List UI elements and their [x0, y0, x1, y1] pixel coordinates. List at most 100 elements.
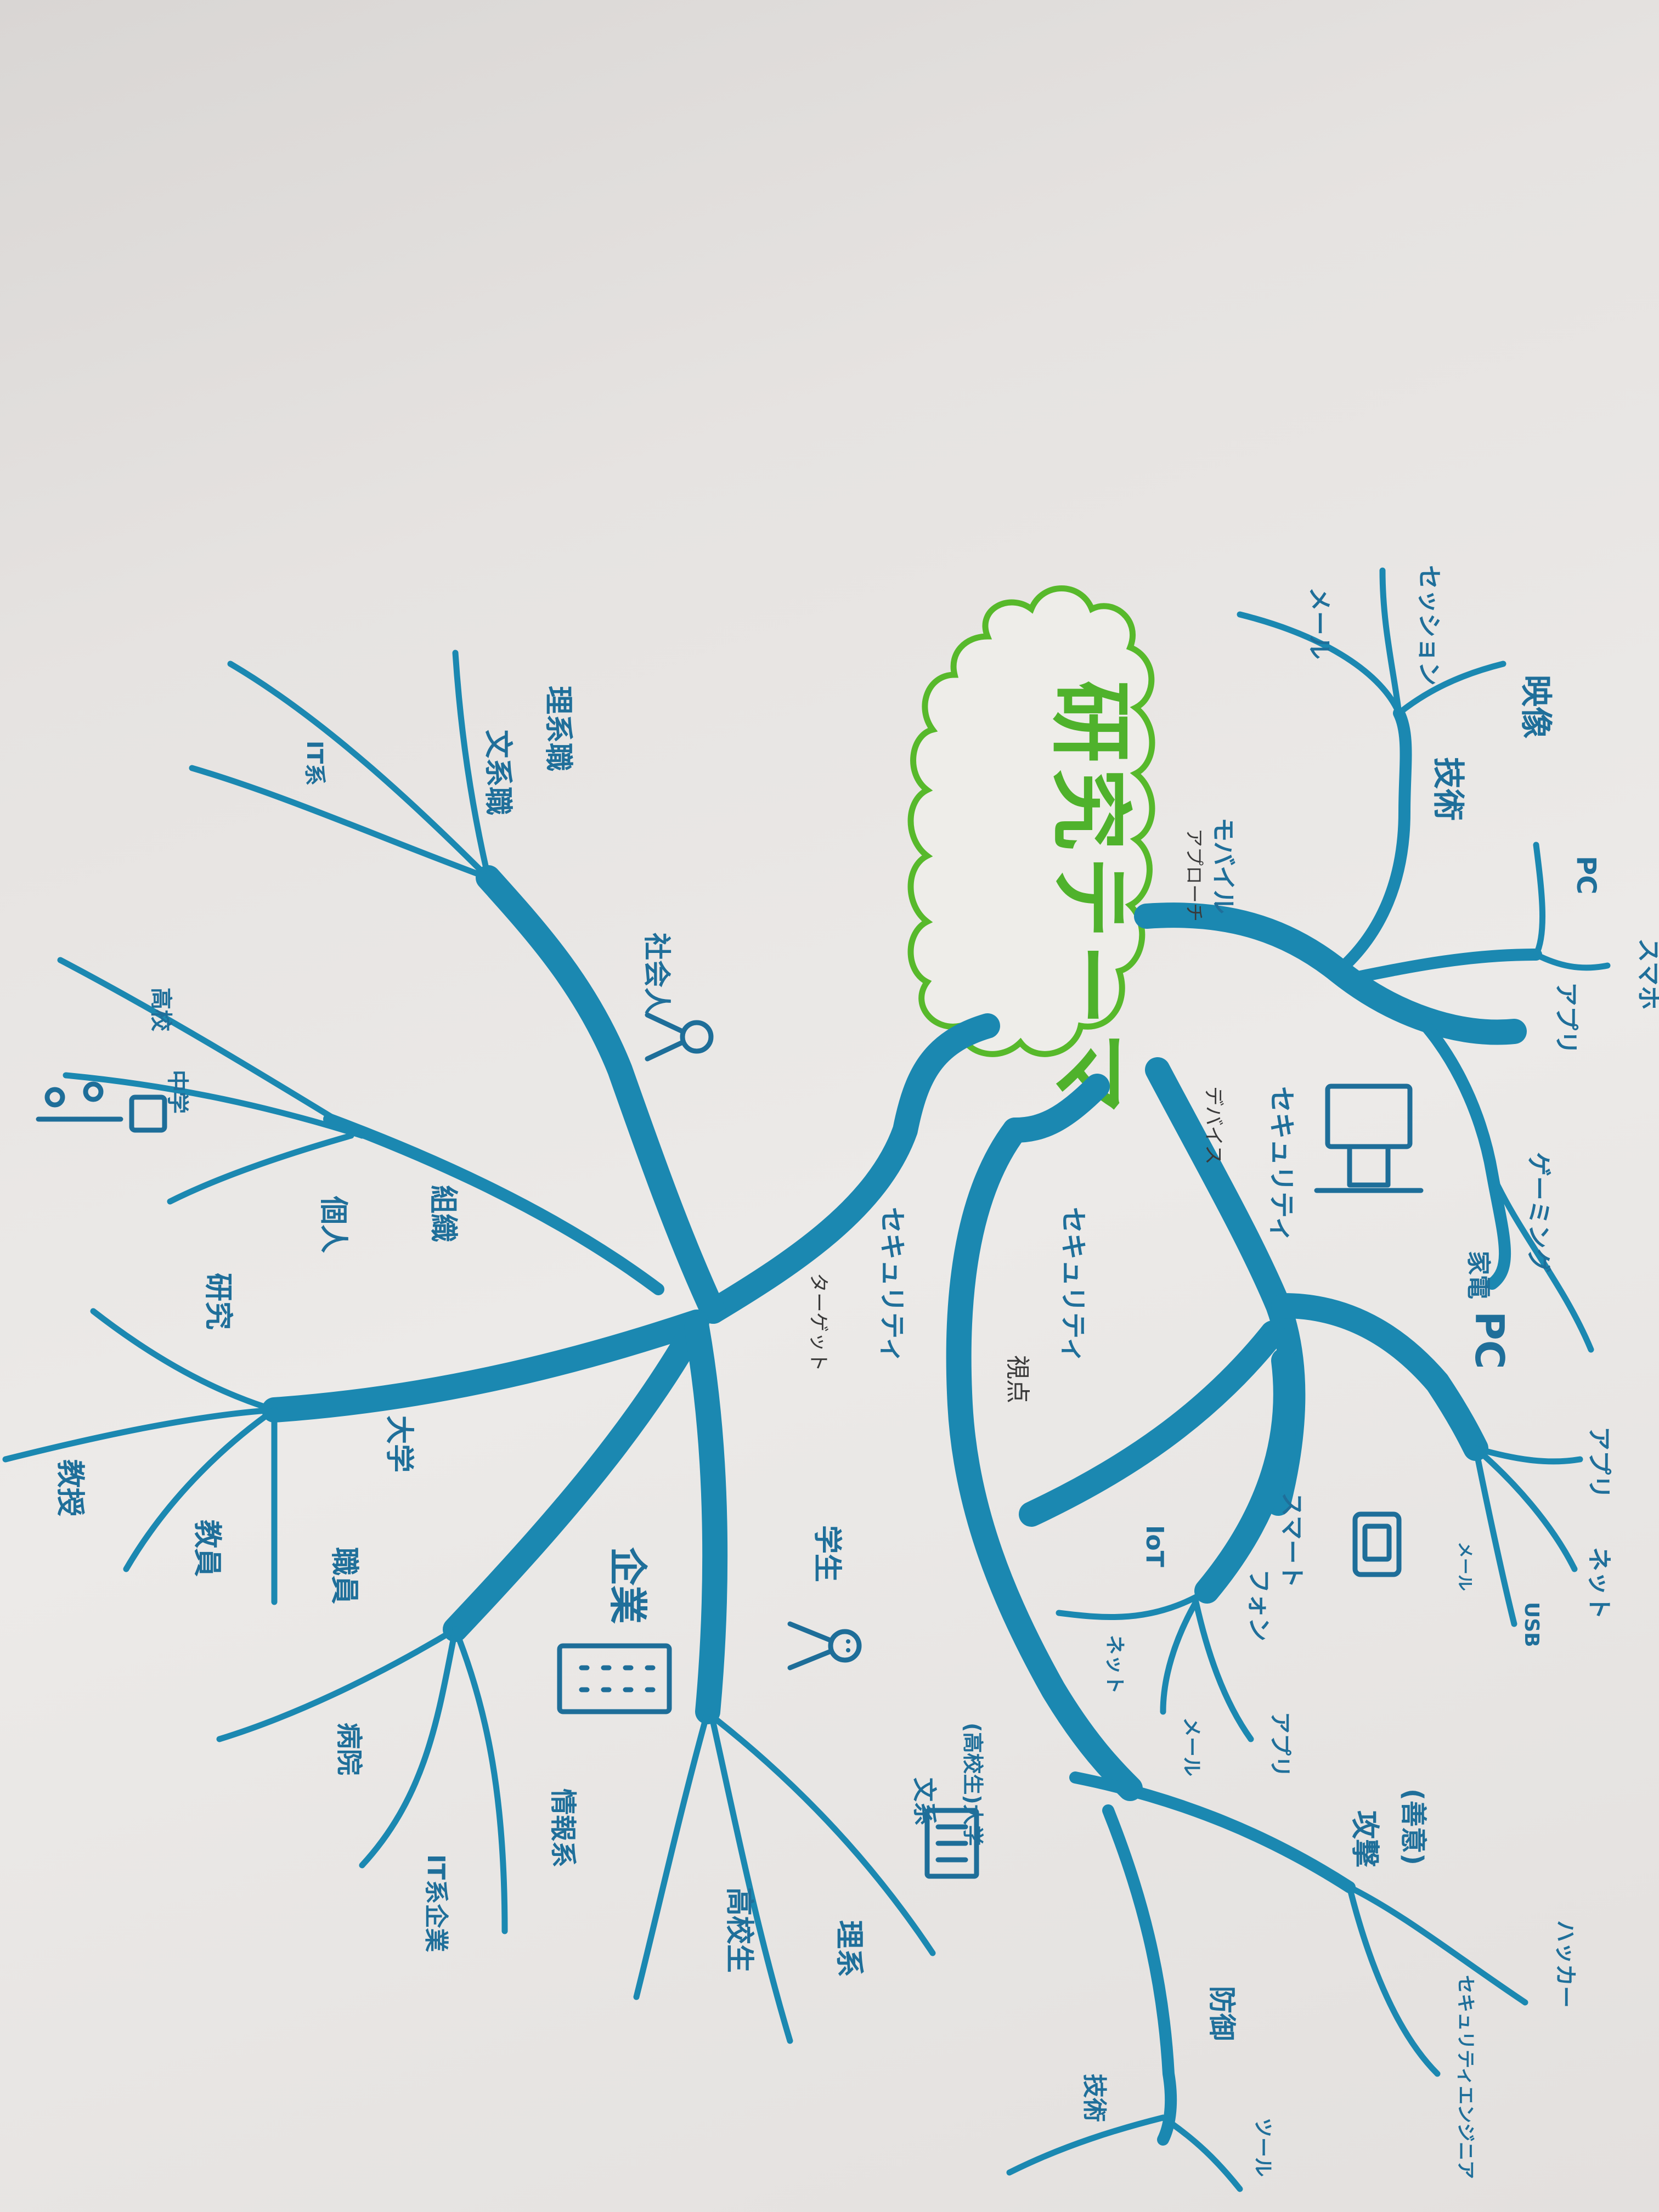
leaf-adult-6: 個人 — [317, 1195, 349, 1253]
target-student-branch — [684, 1315, 728, 1724]
mobile-leaf-5 — [1533, 951, 1611, 971]
smartphone-icon — [1352, 1511, 1402, 1577]
leaf-device-11: メール — [1180, 1717, 1203, 1776]
target-student-leaf-2 — [710, 1719, 793, 2044]
leaf-device-5: メール — [1455, 1542, 1474, 1591]
leaf-device-7: IoT — [1141, 1525, 1169, 1567]
mobile-sub-right — [1355, 949, 1542, 983]
target-company-branch — [443, 1321, 704, 1642]
target-adult-branch — [476, 865, 726, 1324]
leaf-company-1: IT系企業 — [422, 1854, 450, 1952]
mobile-sub-down — [1398, 998, 1511, 1290]
leaf-company-0: 病院 — [334, 1723, 364, 1775]
leaf-company-2: 情報系 — [548, 1788, 578, 1867]
leaf-device-8: スマート — [1278, 1492, 1306, 1588]
viewpoint-defense-leaf-2 — [1160, 2114, 1243, 2192]
device-sp-leaf-3 — [1193, 1599, 1254, 1742]
leaf-viewpoint-4: 防御 — [1206, 1986, 1238, 2041]
mobile-leaf-1 — [1237, 611, 1402, 716]
device-iot-branch — [1019, 1321, 1285, 1527]
target-company-leaf-3 — [452, 1626, 508, 1934]
target-university-leaf-3 — [123, 1407, 278, 1572]
label-target-adult: 社会人 — [641, 933, 673, 1015]
leaf-viewpoint-6: ツール — [1251, 2118, 1274, 2177]
target-org-leaf-3 — [167, 1132, 354, 1205]
leaf-adult-2: IT系 — [302, 741, 327, 786]
leaf-device-9: フォン — [1245, 1569, 1273, 1641]
box-icon — [129, 1094, 167, 1133]
viewpoint-attack-leaf-1 — [1346, 1884, 1528, 2006]
leaf-viewpoint-5: 技術 — [1080, 2074, 1108, 2122]
leaf-device-0: ゲーミング — [1525, 1152, 1553, 1273]
device-smartphone-branch — [1194, 1348, 1299, 1604]
mobile-leaf-6 — [1489, 1171, 1594, 1353]
device-sp-leaf-2 — [1160, 1599, 1199, 1715]
target-university-branch — [262, 1310, 709, 1423]
leaf-mobile-4: PC — [1571, 856, 1601, 894]
device-sub-branches — [1019, 1293, 1583, 1742]
leaf-device-12: アプリ — [1267, 1712, 1293, 1778]
central-cloud-outline — [907, 585, 1155, 1057]
mobile-leaf-2 — [1379, 567, 1402, 716]
leaf-adult-5: 組織 — [426, 1185, 459, 1242]
viewpoint-attack-leaf-2 — [1346, 1884, 1441, 2077]
target-university-leaf-1 — [90, 1308, 278, 1413]
leaf-adult-4: 中学 — [165, 1070, 190, 1114]
label-target-student: 学生 — [810, 1525, 843, 1582]
branch-security-target — [701, 1013, 1000, 1324]
target-student-leaf-3 — [710, 1714, 936, 1956]
branch-security-viewpoint — [946, 1118, 1143, 1801]
mobile-sub-up — [1333, 707, 1412, 977]
leaf-device-4: ネット — [1585, 1547, 1613, 1620]
target-sub-branches — [2, 650, 936, 2044]
target-university-leaf-2 — [2, 1407, 278, 1463]
leaf-mobile-1: メール — [1305, 587, 1333, 659]
target-adult-leaf-2 — [227, 661, 492, 881]
leaf-university-0: 研究 — [201, 1273, 234, 1330]
leaf-device-2: PC — [1466, 1311, 1513, 1369]
device-pc-leaf-2 — [1472, 1445, 1578, 1572]
label-security-device: セキュリティ — [1266, 1086, 1297, 1243]
label-security-viewpoint: セキュリティ — [1058, 1207, 1088, 1363]
leaf-university-1: 教員 — [190, 1520, 223, 1577]
target-adult-leaf-3 — [189, 765, 492, 881]
branch-device-base — [1002, 1074, 1110, 1143]
leaf-adult-0: 理系職 — [541, 686, 574, 771]
branch-mobile-approach — [1134, 902, 1527, 1045]
viewpoint-defense-branch — [1102, 1804, 1177, 2146]
leaf-viewpoint-0: (善意) — [1398, 1788, 1429, 1865]
leaf-device-6: USB — [1520, 1602, 1543, 1647]
leaf-university-3: 教授 — [53, 1459, 86, 1516]
device-sp-leaf-1 — [1056, 1588, 1210, 1621]
leaf-adult-1: 文系職 — [481, 730, 514, 815]
note-security-device: デバイス — [1202, 1086, 1224, 1165]
leaf-device-10: ネット — [1103, 1635, 1126, 1694]
building-icon — [557, 1643, 672, 1714]
target-adult-leaf-1 — [452, 650, 492, 881]
leaf-student-0: (高校生)大学 — [961, 1723, 985, 1846]
target-student-leaf-1 — [633, 1708, 711, 2000]
device-pc-leaf-1 — [1472, 1445, 1583, 1465]
target-company-leaf-1 — [216, 1626, 459, 1742]
mobile-leaf-3 — [1396, 661, 1506, 716]
central-topic-text: 研究テーマ — [1042, 680, 1137, 1119]
people-icon — [36, 1081, 123, 1122]
leaf-mobile-3: 技術 — [1430, 757, 1467, 821]
leaf-viewpoint-1: 攻撃 — [1348, 1810, 1381, 1867]
target-org-leaf-2 — [63, 1072, 365, 1139]
label-target-company: 企業 — [605, 1547, 650, 1624]
mobile-sub-branches — [1237, 567, 1611, 1353]
viewpoint-defense-leaf-1 — [1006, 2114, 1166, 2176]
target-org-leaf-1 — [57, 957, 365, 1139]
leaf-viewpoint-3: セキュリティエンジニア — [1454, 1975, 1476, 2179]
target-org-branch — [323, 1113, 664, 1295]
leaf-device-1: 家電 — [1464, 1251, 1492, 1299]
device-pc-leaf-3 — [1472, 1445, 1517, 1627]
leaf-student-1: 文系 — [910, 1778, 938, 1826]
person-icon-adult — [645, 1012, 714, 1062]
note-security-target: ターゲット — [807, 1273, 830, 1372]
central-topic: 研究テーマ — [907, 585, 1155, 1119]
book-icon — [924, 1808, 979, 1879]
mobile-leaf-4 — [1533, 842, 1546, 958]
leaf-mobile-5: スマホ — [1634, 938, 1659, 1010]
